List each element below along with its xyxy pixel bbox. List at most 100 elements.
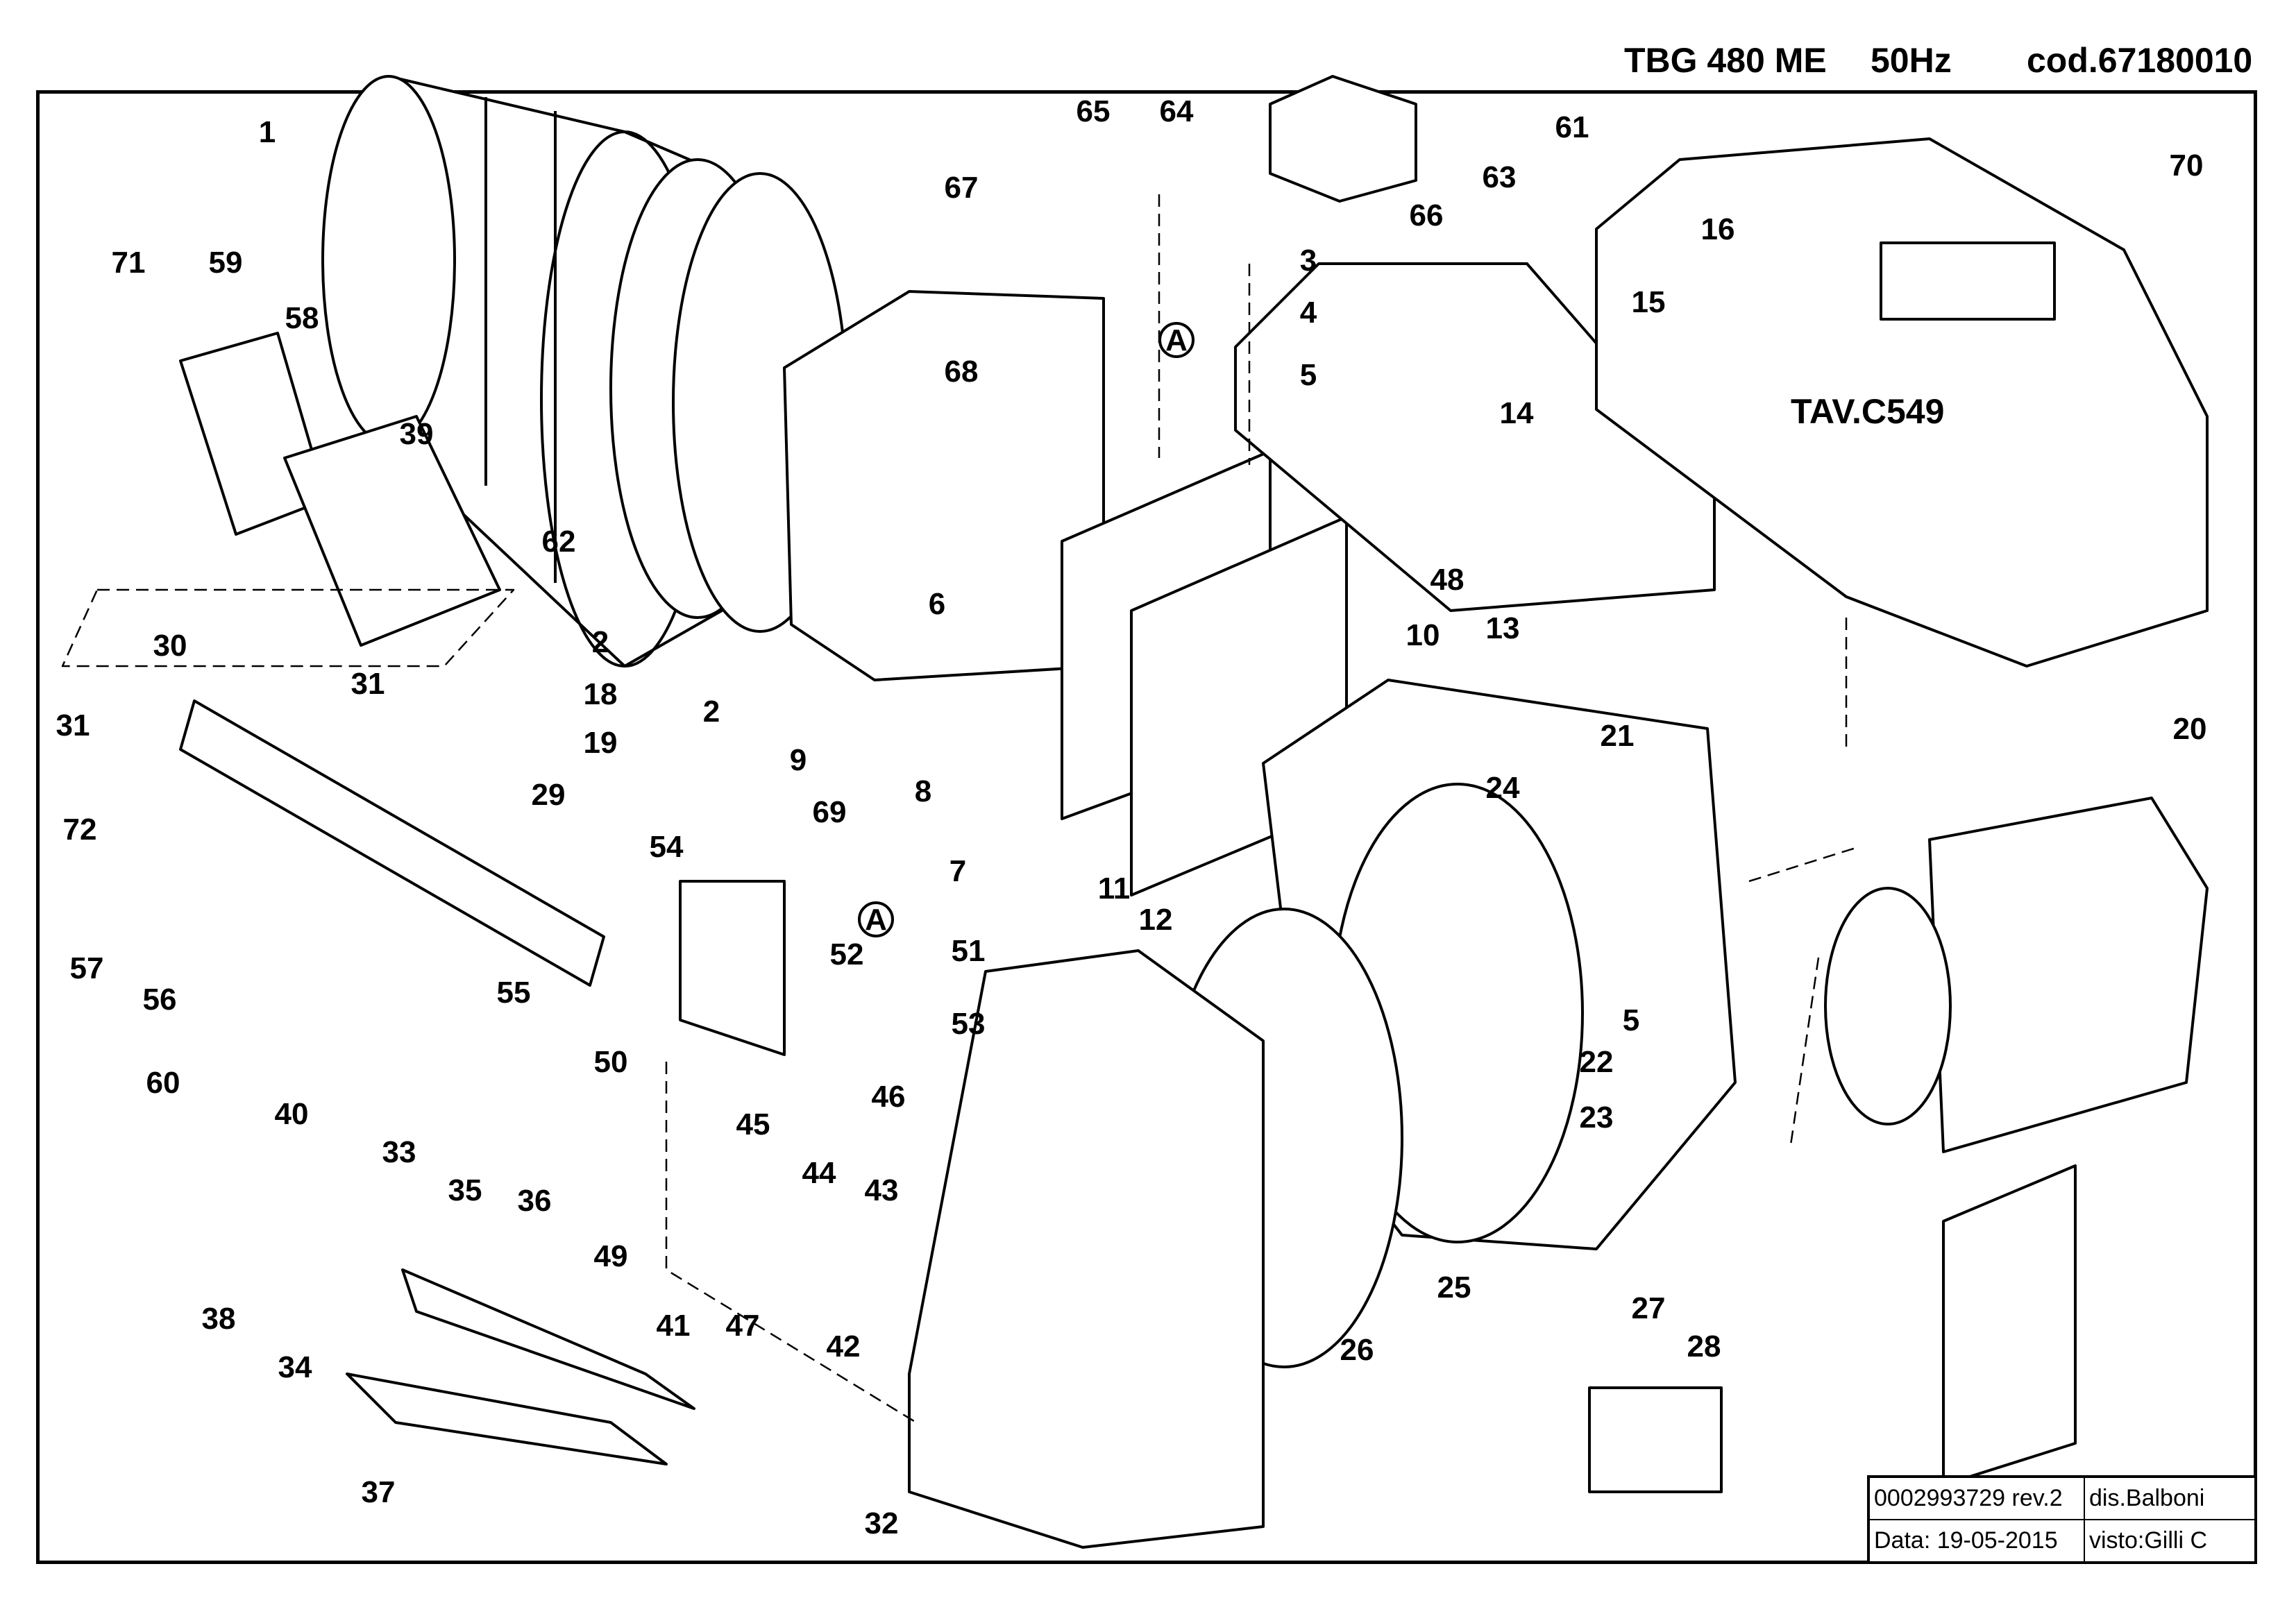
part-cover-37 (346, 1373, 668, 1465)
callout-5b: 5 (1623, 1003, 1639, 1037)
callout-24: 24 (1486, 771, 1520, 805)
drawing-header: TBG 480 ME 50Hz cod.67180010 (0, 40, 2296, 89)
callout-25: 25 (1437, 1271, 1471, 1305)
callout-68: 68 (945, 355, 979, 389)
drawing-frame (36, 90, 2257, 1564)
callout-2a: 2 (592, 625, 609, 659)
callout-65: 65 (1077, 94, 1111, 128)
callout-27: 27 (1632, 1291, 1666, 1325)
callout-57: 57 (70, 951, 104, 985)
callout-29: 29 (532, 778, 566, 812)
callout-56: 56 (143, 983, 177, 1017)
drawing-code: cod.67180010 (2027, 41, 2253, 80)
callout-31b: 31 (56, 708, 90, 742)
callout-8: 8 (915, 774, 931, 808)
callout-23: 23 (1580, 1101, 1614, 1135)
callout-60: 60 (146, 1066, 180, 1100)
callout-40: 40 (275, 1097, 309, 1131)
callout-69: 69 (813, 795, 847, 829)
callout-26: 26 (1340, 1333, 1374, 1367)
part-diffuser-39 (283, 415, 501, 647)
part-gas-valve-63 (1269, 75, 1417, 203)
drawn-by: dis.Balboni (2084, 1477, 2255, 1520)
callout-67: 67 (945, 171, 979, 205)
callout-30: 30 (153, 629, 187, 663)
callout-63: 63 (1483, 160, 1517, 194)
callout-35: 35 (448, 1173, 482, 1207)
part-rod-36 (401, 1268, 695, 1410)
callout-58: 58 (285, 301, 319, 335)
callout-3: 3 (1300, 244, 1317, 278)
callout-13: 13 (1486, 611, 1520, 645)
title-block: 0002993729 rev.2 dis.Balboni Data: 19-05… (1867, 1475, 2257, 1564)
callout-10: 10 (1406, 618, 1440, 652)
part-flange-plate (783, 290, 1105, 681)
callout-39: 39 (400, 417, 434, 451)
callout-72: 72 (63, 813, 97, 847)
callout-49: 49 (594, 1239, 628, 1273)
callout-64: 64 (1160, 94, 1194, 128)
callout-14: 14 (1500, 396, 1534, 430)
callout-2b: 2 (703, 695, 720, 729)
checked-by: visto:Gilli C (2084, 1520, 2255, 1562)
part-control-box (1880, 241, 2056, 321)
callout-50: 50 (594, 1045, 628, 1079)
table-reference: TAV.C549 (1791, 392, 1944, 431)
doc-number: 0002993729 rev.2 (1869, 1477, 2084, 1520)
callout-61: 61 (1555, 110, 1589, 144)
callout-1: 1 (259, 115, 276, 149)
frequency-label: 50Hz (1871, 41, 1952, 80)
callout-70: 70 (2170, 148, 2204, 182)
callout-36: 36 (518, 1184, 552, 1218)
callout-44: 44 (802, 1156, 836, 1190)
callout-55: 55 (497, 976, 531, 1010)
callout-48: 48 (1430, 563, 1464, 597)
callout-41: 41 (657, 1309, 691, 1343)
callout-15: 15 (1632, 285, 1666, 319)
part-transformer-28 (1588, 1386, 1723, 1493)
callout-9: 9 (790, 743, 807, 777)
callout-45: 45 (736, 1107, 770, 1141)
part-air-box (908, 949, 1265, 1549)
callout-12: 12 (1139, 903, 1173, 937)
callout-22: 22 (1580, 1045, 1614, 1079)
marker-a-top: A (1158, 322, 1195, 358)
callout-33: 33 (382, 1135, 416, 1169)
part-motor (1824, 797, 2209, 1153)
callout-51: 51 (952, 934, 986, 968)
callout-31a: 31 (351, 667, 385, 701)
callout-19: 19 (584, 726, 618, 760)
callout-20: 20 (2173, 712, 2207, 746)
svg-text:A: A (1165, 323, 1188, 357)
model-name: TBG 480 ME (1624, 41, 1827, 80)
marker-a-bottom: A (858, 901, 894, 937)
callout-7: 7 (949, 854, 966, 888)
callout-43: 43 (865, 1173, 899, 1207)
callout-38: 38 (202, 1302, 236, 1336)
svg-text:A: A (865, 903, 887, 937)
callout-16: 16 (1701, 212, 1735, 246)
callout-5a: 5 (1300, 358, 1317, 392)
callout-46: 46 (872, 1080, 906, 1114)
callout-53: 53 (952, 1007, 986, 1041)
part-cover-box (1234, 262, 1716, 612)
callout-6: 6 (929, 587, 945, 621)
callout-52: 52 (830, 937, 864, 971)
date: Data: 19-05-2015 (1869, 1520, 2084, 1562)
callout-11: 11 (1098, 872, 1131, 906)
callout-18: 18 (584, 677, 618, 711)
callout-42: 42 (827, 1329, 861, 1363)
callout-32: 32 (865, 1506, 899, 1540)
callout-66: 66 (1410, 198, 1444, 232)
callout-71: 71 (112, 246, 146, 280)
callout-21: 21 (1601, 719, 1635, 753)
callout-59: 59 (209, 246, 243, 280)
part-bracket-plate (1942, 1164, 2077, 1486)
callout-37: 37 (362, 1475, 396, 1509)
part-head-assembly (179, 699, 786, 1056)
callout-4: 4 (1300, 296, 1317, 330)
callout-54: 54 (650, 830, 684, 864)
callout-62: 62 (542, 525, 576, 559)
callout-47: 47 (726, 1309, 760, 1343)
